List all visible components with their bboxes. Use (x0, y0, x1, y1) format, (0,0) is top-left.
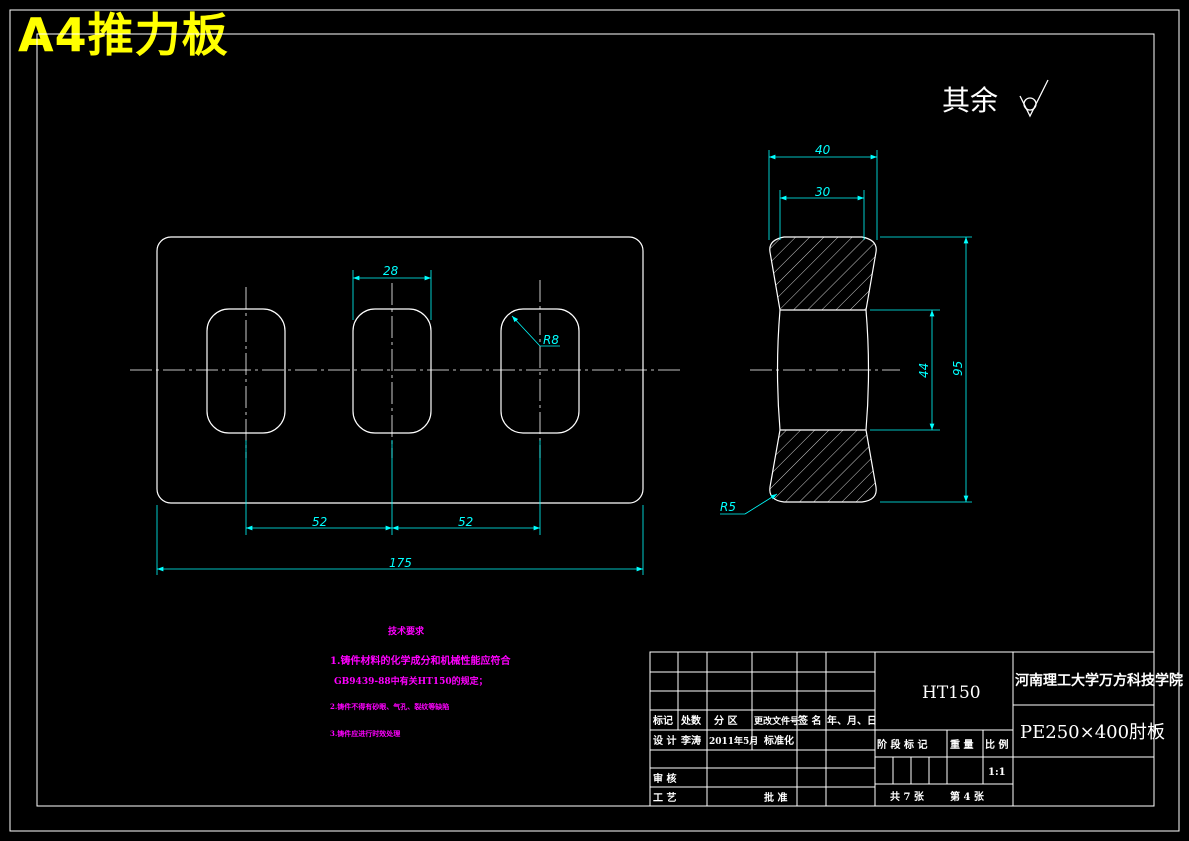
drawing-title: A4推力板 (18, 8, 229, 62)
dim-28: 28 (383, 264, 399, 278)
front-dimensions (156, 270, 644, 575)
tech-line-2: 2.铸件不得有砂眼、气孔、裂纹等缺陷 (330, 702, 449, 711)
tb-stage: 阶 段 标 记 (877, 738, 927, 751)
inner-frame (36, 33, 1155, 807)
tb-scale: 1:1 (988, 767, 1006, 778)
tech-line-3: 3.铸件应进行时效处理 (330, 729, 400, 738)
tb-label-count: 处数 (680, 714, 702, 727)
tb-material: HT150 (922, 683, 981, 703)
tb-sheet-no: 第 4 张 (950, 790, 985, 803)
dim-r5: R5 (720, 500, 736, 514)
tb-designer: 李涛 (680, 734, 701, 747)
tb-label-date: 年、月、日 (827, 714, 877, 727)
title-block (649, 651, 1155, 807)
tech-heading: 技术要求 (388, 625, 425, 637)
outer-frame (9, 9, 1180, 832)
tb-process: 工 艺 (653, 791, 676, 804)
dim-40: 40 (815, 143, 831, 157)
tb-date: 2011年5月 (709, 735, 758, 747)
tb-label-change: 更改文件号 (754, 715, 799, 727)
title-block-text: HT150 河南理工大学万方科技学院 PE250×400肘板 标记 处数 分 区… (652, 672, 1183, 804)
dim-175: 175 (389, 556, 412, 570)
surface-note: 其余 (942, 84, 998, 117)
tech-requirements: 技术要求 1.铸件材料的化学成分和机械性能应符合 GB9439-88中有关HT1… (330, 625, 511, 738)
tb-school: 河南理工大学万方科技学院 (1015, 672, 1183, 689)
section-upper-hatch (769, 236, 877, 311)
tech-line-1b: GB9439-88中有关HT150的规定； (334, 675, 488, 687)
tb-scale-label: 比 例 (985, 738, 1008, 751)
tb-label-zone: 分 区 (714, 714, 737, 727)
tb-review: 审 核 (653, 772, 676, 785)
section-view (750, 236, 900, 503)
tb-label-mark: 标记 (652, 714, 673, 727)
tb-part-name: PE250×400肘板 (1020, 722, 1165, 743)
dim-30: 30 (815, 185, 831, 199)
tb-sheet-total: 共 7 张 (890, 790, 925, 803)
dim-44: 44 (917, 363, 931, 378)
dim-52-right: 52 (458, 515, 473, 529)
tb-label-sign: 签 名 (797, 714, 821, 727)
tb-design: 设 计 (653, 734, 676, 747)
tb-weight: 重 量 (950, 738, 973, 751)
section-lower-hatch (769, 429, 877, 503)
section-dimensions (720, 150, 972, 515)
dim-r8: R8 (543, 333, 559, 347)
front-view (130, 236, 682, 504)
tb-approve: 批 准 (764, 791, 787, 804)
tb-standardize: 标准化 (763, 734, 794, 747)
tech-line-1a: 1.铸件材料的化学成分和机械性能应符合 (330, 654, 511, 667)
dim-95: 95 (951, 361, 965, 376)
roughness-symbol-icon (1019, 79, 1049, 118)
dim-52-left: 52 (312, 515, 327, 529)
